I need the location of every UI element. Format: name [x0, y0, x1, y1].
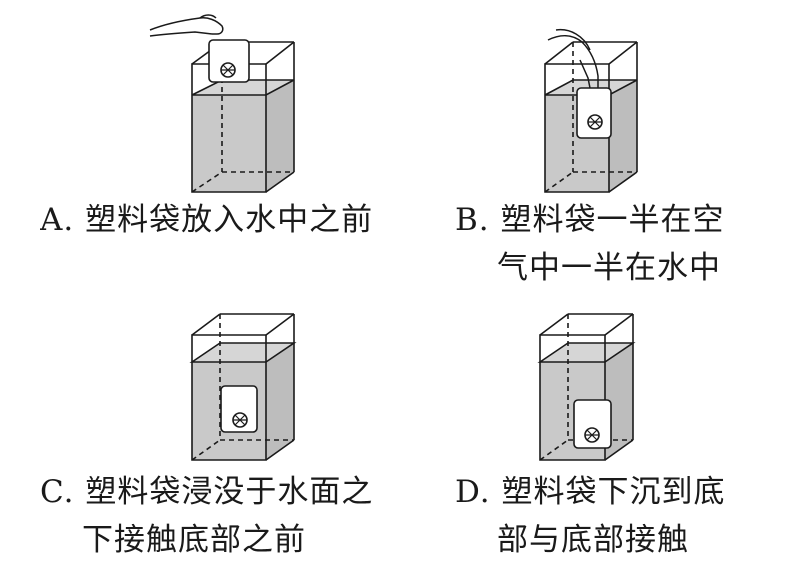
plastic-bag — [577, 88, 611, 138]
panel-d-caption: D. 塑料袋下沉到底 部与底部接触 — [455, 474, 726, 558]
panel-a-figure — [150, 15, 294, 192]
plastic-bag — [221, 386, 257, 432]
plastic-bag — [209, 40, 249, 82]
tank — [192, 314, 294, 460]
hand-icon — [150, 15, 223, 36]
panel-d-figure — [540, 314, 633, 460]
caption-d-line-2: 部与底部接触 — [497, 522, 689, 558]
caption-d-line-1: D. 塑料袋下沉到底 — [455, 474, 726, 510]
caption-b-line-1: B. 塑料袋一半在空 — [455, 202, 725, 238]
panel-b-caption: B. 塑料袋一半在空 气中一半在水中 — [455, 202, 725, 286]
panel-a-caption: A. 塑料袋放入水中之前 — [40, 202, 374, 238]
hand-icon — [548, 30, 598, 88]
water-side-face — [266, 80, 294, 192]
panel-b-figure — [545, 30, 637, 192]
water-side-face — [605, 343, 633, 460]
water-side-face — [266, 343, 294, 460]
caption-c-line-2: 下接触底部之前 — [82, 522, 306, 558]
caption-c-line-1: C. 塑料袋浸没于水面之 — [40, 474, 374, 510]
tank — [545, 42, 637, 192]
water-front-face — [192, 95, 266, 192]
water-side-face — [609, 80, 637, 192]
caption-b-line-2: 气中一半在水中 — [497, 250, 721, 286]
plastic-bag — [574, 400, 611, 448]
panel-c-figure — [192, 314, 294, 460]
panel-c-caption: C. 塑料袋浸没于水面之 下接触底部之前 — [40, 474, 374, 558]
caption-a-line-1: A. 塑料袋放入水中之前 — [40, 202, 374, 238]
